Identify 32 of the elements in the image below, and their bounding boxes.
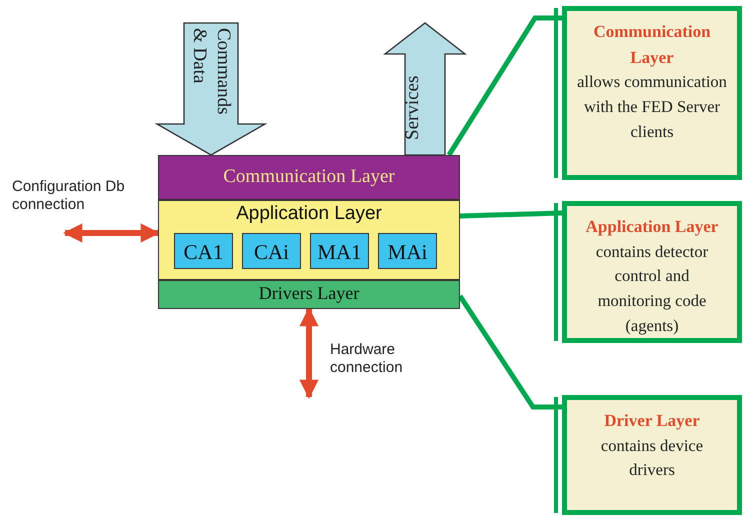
callout-text: contains detector control and monitoring code (agents)	[594, 240, 710, 337]
node-label: CAi	[254, 240, 289, 265]
edge-label: Commands & Data	[188, 28, 235, 117]
agent-box	[310, 233, 369, 269]
callout-text: allows communication with the FED Server clients	[577, 71, 727, 142]
double-arrow	[299, 307, 319, 399]
layer-band	[158, 280, 460, 309]
block-arrow	[154, 22, 268, 156]
node-label: Drivers Layer	[258, 283, 360, 304]
callout-text: contains device drivers	[600, 434, 704, 482]
node-label: MAi	[388, 240, 428, 265]
callout-box	[562, 395, 742, 515]
agent-box	[378, 233, 437, 269]
agent-box	[174, 233, 233, 269]
layer-band	[158, 200, 460, 280]
callout-heading: Application Layer	[584, 216, 720, 238]
node-label: MA1	[317, 240, 362, 265]
callout-box	[562, 201, 742, 343]
node-label: Communication Layer	[223, 166, 395, 188]
callout-box	[562, 6, 742, 180]
leader-line	[460, 210, 562, 218]
double-arrow	[63, 223, 160, 243]
node-label: CA1	[184, 240, 224, 265]
block-arrow	[383, 22, 467, 156]
agent-box	[242, 233, 301, 269]
callout-heading: Driver Layer	[603, 410, 701, 432]
leader-line	[458, 294, 562, 410]
edge-label: Services	[401, 74, 424, 140]
layer-band	[158, 155, 460, 200]
callout-heading: Communication Layer	[592, 21, 712, 69]
leader-line	[446, 16, 562, 156]
node-label: Application Layer	[236, 203, 382, 225]
